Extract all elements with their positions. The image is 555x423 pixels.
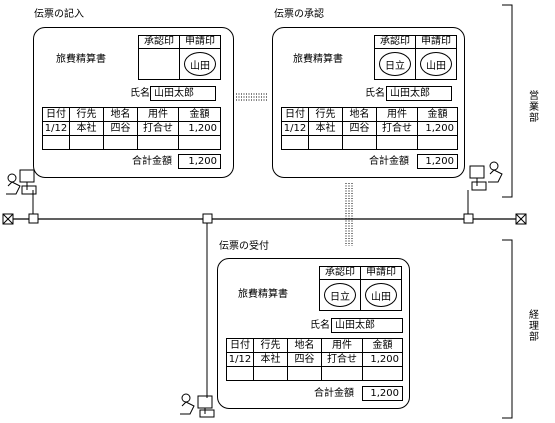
node-receipt — [202, 213, 213, 224]
table-cell-empty — [253, 366, 288, 381]
stamp-header-approval: 承認印 — [319, 266, 361, 280]
table-cell-empty — [376, 135, 418, 150]
table-cell-empty — [226, 366, 254, 381]
stamp-box-approval — [138, 48, 180, 80]
table-cell: 四谷 — [342, 121, 377, 136]
col-header: 金額 — [362, 338, 403, 353]
col-header: 金額 — [417, 107, 458, 122]
bracket-accounting — [502, 239, 513, 419]
name-label: 氏名 — [310, 320, 330, 331]
stamp-header-applicant: 申請印 — [179, 35, 221, 49]
col-header: 用件 — [376, 107, 418, 122]
col-header: 金額 — [178, 107, 221, 122]
col-header: 日付 — [226, 338, 254, 353]
table-cell: 1/12 — [281, 121, 309, 136]
person-terminal-icon — [469, 161, 503, 191]
table-cell-empty — [178, 135, 221, 150]
stamp-header-applicant: 申請印 — [415, 35, 457, 49]
col-header: 行先 — [308, 107, 343, 122]
table-cell: 1,200 — [362, 352, 403, 367]
table-cell: 1/12 — [226, 352, 254, 367]
stamp-applicant: 山田 — [184, 52, 216, 76]
table-cell-empty — [308, 135, 343, 150]
total-field: 1,200 — [178, 154, 221, 169]
table-cell: 打合せ — [376, 121, 418, 136]
title-entry: 伝票の記入 — [34, 9, 84, 20]
table-cell-empty — [321, 366, 363, 381]
form-card-entry: 旅費精算書 承認印 申請印 山田 氏名 山田太郎 日付 行先 地名 用件 金額 … — [33, 27, 234, 178]
stamp-applicant: 山田 — [420, 52, 452, 76]
col-header: 行先 — [253, 338, 288, 353]
title-approval: 伝票の承認 — [274, 9, 324, 20]
table-cell-empty — [287, 366, 322, 381]
name-label: 氏名 — [130, 88, 150, 99]
name-label: 氏名 — [365, 88, 385, 99]
person-terminal-icon — [6, 169, 37, 195]
form-card-approval: 旅費精算書 承認印 申請印 日立 山田 氏名 山田太郎 日付 行先 地名 用件 … — [272, 27, 465, 178]
name-field: 山田太郎 — [331, 318, 403, 333]
terminator-left — [2, 213, 14, 225]
table-cell: 本社 — [308, 121, 343, 136]
col-header: 地名 — [103, 107, 138, 122]
table-cell: 四谷 — [287, 352, 322, 367]
name-field: 山田太郎 — [150, 86, 216, 101]
department-sales: 営業部 — [529, 91, 539, 124]
col-header: 用件 — [137, 107, 179, 122]
flow-arrow-vertical — [345, 183, 353, 246]
total-field: 1,200 — [362, 386, 403, 401]
table-cell: 打合せ — [321, 352, 363, 367]
department-accounting: 経理部 — [529, 310, 539, 343]
title-receipt: 伝票の受付 — [219, 241, 269, 252]
col-header: 行先 — [69, 107, 104, 122]
terminator-right — [515, 213, 527, 225]
col-header: 地名 — [287, 338, 322, 353]
stamp-header-approval: 承認印 — [138, 35, 180, 49]
table-cell-empty — [69, 135, 104, 150]
stamp-box-applicant — [179, 48, 221, 80]
name-field: 山田太郎 — [386, 86, 452, 101]
form-doc-title: 旅費精算書 — [238, 289, 288, 300]
stamp-applicant: 山田 — [365, 283, 397, 307]
table-cell: 本社 — [253, 352, 288, 367]
col-header: 地名 — [342, 107, 377, 122]
table-cell-empty — [281, 135, 309, 150]
col-header: 用件 — [321, 338, 363, 353]
total-label: 合計金額 — [369, 156, 409, 167]
table-cell: 1/12 — [42, 121, 70, 136]
table-cell-empty — [42, 135, 70, 150]
table-cell: 1,200 — [417, 121, 458, 136]
table-cell-empty — [103, 135, 138, 150]
table-cell: 四谷 — [103, 121, 138, 136]
stamp-header-approval: 承認印 — [374, 35, 416, 49]
stamp-box-applicant — [415, 48, 457, 80]
table-cell: 1,200 — [178, 121, 221, 136]
table-cell: 本社 — [69, 121, 104, 136]
node-approval — [463, 213, 474, 224]
bracket-sales — [502, 4, 513, 198]
node-entry — [28, 213, 39, 224]
total-label: 合計金額 — [314, 388, 354, 399]
table-cell-empty — [137, 135, 179, 150]
form-doc-title: 旅費精算書 — [56, 54, 106, 65]
table-cell-empty — [417, 135, 458, 150]
stamp-box-applicant — [360, 279, 402, 311]
stamp-header-applicant: 申請印 — [360, 266, 402, 280]
flow-arrow-horizontal — [236, 93, 268, 101]
total-label: 合計金額 — [132, 156, 172, 167]
stamp-approver: 日立 — [324, 283, 356, 307]
form-card-receipt: 旅費精算書 承認印 申請印 日立 山田 氏名 山田太郎 日付 行先 地名 用件 … — [217, 258, 410, 409]
table-cell-empty — [362, 366, 403, 381]
col-header: 日付 — [281, 107, 309, 122]
table-cell: 打合せ — [137, 121, 179, 136]
table-cell-empty — [342, 135, 377, 150]
person-terminal-icon — [180, 393, 215, 418]
stamp-approver: 日立 — [379, 52, 411, 76]
col-header: 日付 — [42, 107, 70, 122]
total-field: 1,200 — [417, 154, 458, 169]
form-doc-title: 旅費精算書 — [293, 54, 343, 65]
